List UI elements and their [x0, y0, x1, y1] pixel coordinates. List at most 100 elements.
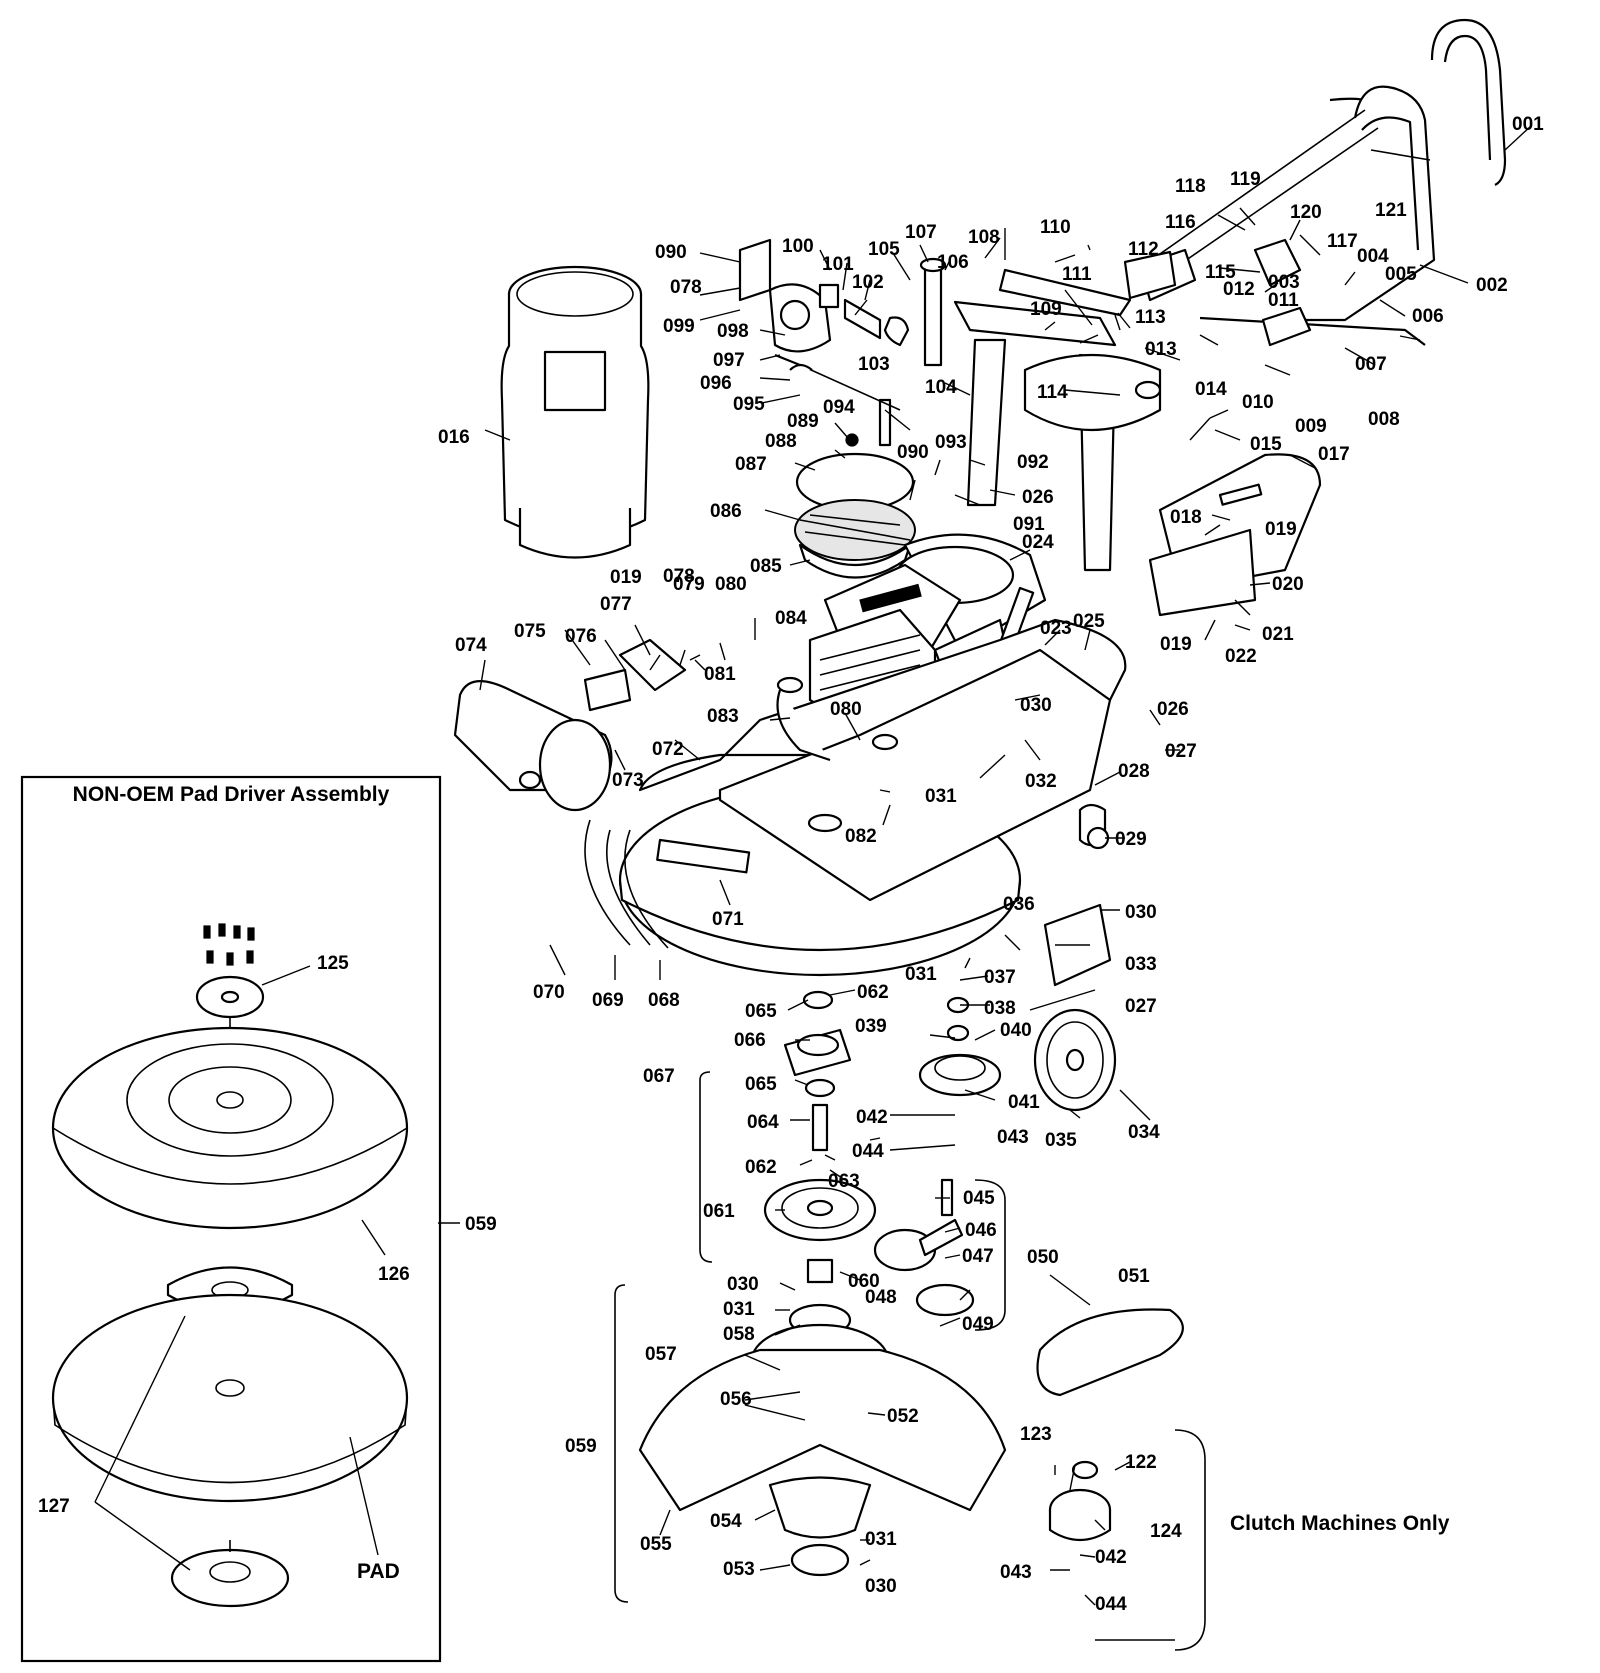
callout-023: 023: [1040, 618, 1072, 639]
sheave-061: [763, 1178, 877, 1242]
callout-007: 007: [1355, 354, 1387, 375]
callout-049: 049: [962, 1314, 994, 1335]
callout-119: 119: [1230, 169, 1261, 190]
callout-079: 079: [673, 574, 705, 595]
regulator-assembly: [738, 238, 947, 447]
callout-040: 040: [1000, 1020, 1032, 1041]
callout-088: 088: [765, 431, 797, 452]
callout-019a: 019: [1265, 519, 1297, 540]
clutch: [1048, 1460, 1112, 1541]
callout-042b: 042: [1095, 1547, 1127, 1568]
engine: [808, 533, 1047, 732]
callout-032: 032: [1025, 771, 1057, 792]
callout-076: 076: [565, 626, 597, 647]
callout-096: 096: [700, 373, 732, 394]
callout-067: 067: [643, 1066, 675, 1087]
callout-029: 029: [1115, 829, 1147, 850]
inset-frame: [20, 775, 442, 1663]
leader-lines: [479, 124, 1533, 1606]
callout-030c: 030: [727, 1274, 759, 1295]
bearing-066: [783, 990, 852, 1098]
callout-074: 074: [455, 635, 487, 656]
callout-123: 123: [1020, 1424, 1052, 1445]
callout-027b: 027: [1125, 996, 1157, 1017]
deck: [584, 618, 1127, 977]
callout-031b: 031: [905, 964, 937, 985]
callout-044b: 044: [1095, 1594, 1127, 1615]
callout-021: 021: [1262, 624, 1294, 645]
callout-085: 085: [750, 556, 782, 577]
callout-110: 110: [1040, 217, 1071, 238]
inset-pad-label: PAD: [357, 1560, 400, 1583]
callout-054: 054: [710, 1511, 742, 1532]
callout-075: 075: [514, 621, 546, 642]
callout-118: 118: [1175, 176, 1206, 197]
callout-098: 098: [717, 321, 749, 342]
callout-015: 015: [1250, 434, 1282, 455]
callout-107: 107: [905, 222, 937, 243]
callout-011: 011: [1268, 290, 1299, 311]
bracket-050: [974, 1179, 1006, 1331]
propane-tank: [500, 265, 650, 559]
belt-051: [1036, 1308, 1184, 1397]
callout-039: 039: [855, 1016, 887, 1037]
callout-101: 101: [822, 254, 854, 275]
callout-031d: 031: [865, 1529, 897, 1550]
callout-117: 117: [1327, 231, 1358, 252]
muffler: [453, 680, 613, 812]
callout-031c: 031: [723, 1299, 755, 1320]
callout-056: 056: [720, 1389, 752, 1410]
callout-059a: 059: [565, 1436, 597, 1457]
callout-041: 041: [1008, 1092, 1040, 1113]
callout-024: 024: [1022, 532, 1054, 553]
idler-assembly: [873, 1178, 975, 1317]
callout-090b: 090: [897, 442, 929, 463]
callout-018: 018: [1170, 507, 1202, 528]
callout-065b: 065: [745, 1074, 777, 1095]
callout-036: 036: [1003, 894, 1035, 915]
callout-072: 072: [652, 739, 684, 760]
callout-100: 100: [782, 236, 814, 257]
callout-031a: 031: [925, 786, 957, 807]
hub-060: [806, 1258, 834, 1284]
callout-037: 037: [984, 967, 1016, 988]
callout-008: 008: [1368, 409, 1400, 430]
callout-073: 073: [612, 770, 644, 791]
callout-045: 045: [963, 1188, 995, 1209]
callout-047: 047: [962, 1246, 994, 1267]
bracket-clutch: [1174, 1429, 1206, 1651]
callout-080b: 080: [830, 699, 862, 720]
callout-091: 091: [1013, 514, 1045, 535]
callout-061: 061: [703, 1201, 735, 1222]
callout-030a: 030: [1020, 695, 1052, 716]
callout-065a: 065: [745, 1001, 777, 1022]
air-cleaner: [794, 433, 916, 579]
callout-063: 063: [828, 1171, 860, 1192]
callout-058: 058: [723, 1324, 755, 1345]
callout-062a: 062: [857, 982, 889, 1003]
callout-005: 005: [1385, 264, 1417, 285]
callout-077: 077: [600, 594, 632, 615]
callout-013: 013: [1145, 339, 1177, 360]
callout-016: 016: [438, 427, 470, 448]
callout-062b: 062: [745, 1157, 777, 1178]
callout-006: 006: [1412, 306, 1444, 327]
callout-057: 057: [645, 1344, 677, 1365]
callout-035: 035: [1045, 1130, 1077, 1151]
inset-pad: [51, 1293, 409, 1503]
callout-081a: 081: [704, 664, 736, 685]
handle-brackets: [1123, 238, 1312, 347]
callout-090a: 090: [655, 242, 687, 263]
callout-099: 099: [663, 316, 695, 337]
callout-022: 022: [1225, 646, 1257, 667]
pad-driver: [638, 1323, 1007, 1577]
caster: [1078, 803, 1110, 850]
callout-111: 111: [1062, 264, 1092, 285]
callout-050: 050: [1027, 1247, 1059, 1268]
callout-094: 094: [823, 397, 855, 418]
callout-052: 052: [887, 1406, 919, 1427]
callout-055: 055: [640, 1534, 672, 1555]
callout-080a: 080: [715, 574, 747, 595]
callout-071: 071: [712, 909, 744, 930]
